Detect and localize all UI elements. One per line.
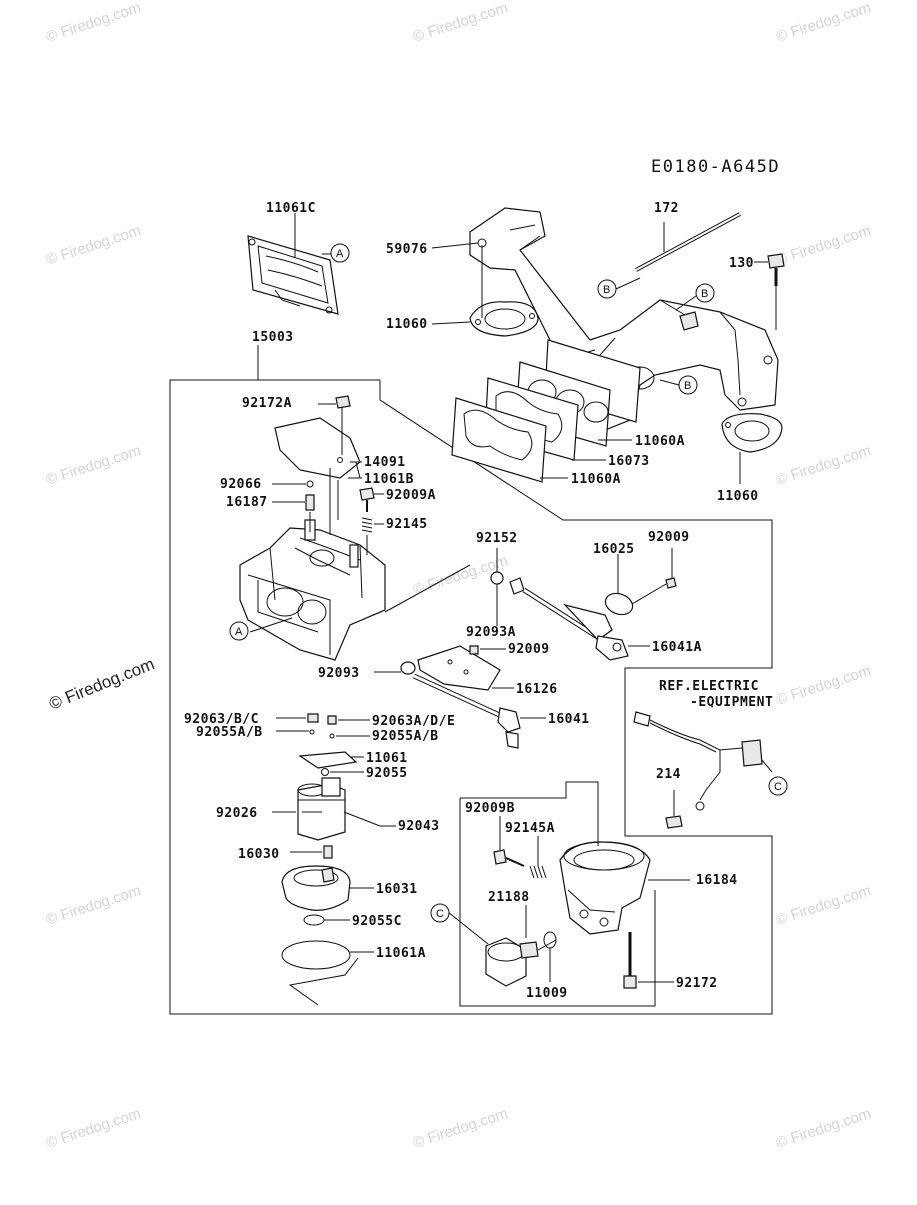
watermark: © Firedog.com [774,882,873,929]
label-92043: 92043 [398,819,440,834]
watermark: © Firedog.com [774,1105,873,1152]
callout-b-1: B [597,277,641,299]
label-130: 130 [729,256,754,271]
svg-text:B: B [701,288,708,300]
bracket-14091 [274,395,361,535]
watermark: © Firedog.com [44,0,143,46]
label-92055: 92055 [366,766,408,781]
label-16187: 16187 [226,495,268,510]
screw-92009b [493,816,547,879]
label-ref-electric-2: -EQUIPMENT [690,695,773,710]
svg-text:C: C [436,908,444,920]
callout-a-top: A [322,243,350,263]
diagram-code: E0180-A645D [651,157,780,177]
label-16025: 16025 [593,542,635,557]
bolt-130 [767,253,785,330]
watermark: © Firedog.com [44,442,143,489]
disk-16025 [604,548,677,616]
gasket-11060-left [469,245,539,337]
label-92063ade: 92063A/D/E [372,714,455,729]
shaft-16041 [374,661,546,749]
frame-lines [169,345,773,1015]
watermark-prominent: © Firedog.com [46,654,157,713]
wire-harness [633,711,773,829]
label-92145: 92145 [386,517,428,532]
watermark: © Firedog.com [774,222,873,269]
watermark: © Firedog.com [411,0,510,46]
small-parts-16187-92066 [272,480,315,532]
callout-b-3: B [659,375,698,395]
solenoid-21188 [447,905,557,987]
callout-c-right: C [768,776,788,796]
label-92009-top: 92009 [648,530,690,545]
label-11060a-2: 11060A [571,472,621,487]
label-92026: 92026 [216,806,258,821]
label-92009a: 92009A [386,488,436,503]
label-92172a: 92172A [242,396,292,411]
label-11061c: 11061C [266,201,316,216]
label-14091: 14091 [364,455,406,470]
label-92009b: 92009B [465,801,515,816]
callout-c-left: C [430,903,450,923]
label-16041: 16041 [548,712,590,727]
watermark: © Firedog.com [44,1105,143,1152]
callout-b-2: B [675,283,715,311]
label-11060-top: 11060 [386,317,428,332]
label-59076: 59076 [386,242,428,257]
label-16073: 16073 [608,454,650,469]
svg-text:B: B [603,284,610,296]
watermark: © Firedog.com [774,442,873,489]
label-92055ab-left: 92055A/B [196,725,263,740]
label-92055c: 92055C [352,914,402,929]
small-screws-92063 [276,713,370,739]
svg-text:A: A [336,248,344,260]
label-11061a: 11061A [376,946,426,961]
label-92172: 92172 [676,976,718,991]
svg-text:C: C [774,781,782,793]
label-21188: 21188 [488,890,530,905]
label-16184: 16184 [696,873,738,888]
label-16041a: 16041A [652,640,702,655]
label-92066: 92066 [220,477,262,492]
watermark: © Firedog.com [774,0,873,46]
svg-text:A: A [235,626,243,638]
label-92055ab-right: 92055A/B [372,729,439,744]
label-172: 172 [654,201,679,216]
callout-a-bottom: A [229,621,249,641]
label-92063bc: 92063/B/C [184,712,259,727]
label-92145a: 92145A [505,821,555,836]
watermark: © Firedog.com [44,222,143,269]
label-214: 214 [656,767,681,782]
shaft-16041a [490,548,650,661]
float-assembly [272,751,396,1006]
label-11009: 11009 [526,986,568,1001]
insulator-stack [451,339,641,483]
label-11061: 11061 [366,751,408,766]
throttle-body-16184 [559,836,690,989]
label-11060a-1: 11060A [635,434,685,449]
label-92152: 92152 [476,531,518,546]
watermark: © Firedog.com [44,882,143,929]
label-16126: 16126 [516,682,558,697]
label-16031: 16031 [376,882,418,897]
screw-92009a [359,487,384,555]
label-92093: 92093 [318,666,360,681]
stud-172 [635,212,741,272]
label-92009-mid: 92009 [508,642,550,657]
gasket-11061c [247,213,339,315]
part-labels: 11061C 172 59076 130 11060 15003 11060A … [184,201,773,1001]
gasket-11060-right [721,413,783,484]
label-16030: 16030 [238,847,280,862]
label-15003: 15003 [252,330,294,345]
watermark: © Firedog.com [411,1105,510,1152]
svg-text:B: B [684,380,691,392]
label-92093a: 92093A [466,625,516,640]
label-11060-right: 11060 [717,489,759,504]
lever-16126 [417,645,514,691]
label-11061b: 11061B [364,472,414,487]
label-ref-electric-1: REF.ELECTRIC [659,679,759,694]
watermark: © Firedog.com [774,662,873,709]
